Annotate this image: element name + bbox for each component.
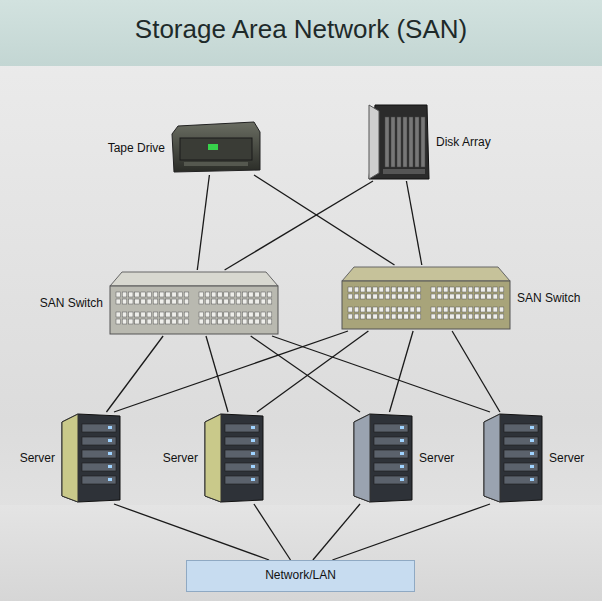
connector-line	[114, 504, 269, 560]
network-box: Network/LAN	[186, 560, 415, 592]
device-label: Disk Array	[436, 135, 491, 149]
device-label: Server	[419, 451, 454, 465]
device-label: Tape Drive	[108, 141, 165, 155]
connector-line	[106, 336, 163, 412]
serverA-icon	[60, 412, 122, 504]
connector-line	[313, 504, 360, 560]
connector-line	[254, 504, 291, 560]
device-label: SAN Switch	[517, 291, 580, 305]
switchA-icon	[108, 270, 280, 336]
serverA-icon	[203, 412, 265, 504]
connector-line	[225, 181, 373, 270]
connector-line	[452, 331, 500, 412]
disk-icon	[365, 103, 431, 181]
connector-line	[272, 336, 490, 412]
serverB-icon	[352, 412, 414, 504]
connector-line	[254, 175, 395, 265]
switchB-icon	[340, 265, 512, 331]
device-label: Server	[549, 451, 584, 465]
tape-node: Tape Drive	[170, 120, 262, 175]
server-node: Server	[203, 412, 265, 504]
diagram-title: Storage Area Network (SAN)	[0, 14, 602, 45]
tape-icon	[170, 120, 262, 175]
connector-line	[332, 504, 490, 560]
serverB-icon	[482, 412, 544, 504]
server-node: Server	[482, 412, 544, 504]
device-label: Server	[163, 451, 198, 465]
switch-node: SAN Switch	[108, 270, 280, 336]
connector-line	[257, 331, 368, 412]
connector-line	[197, 175, 209, 270]
switch-node: SAN Switch	[340, 265, 512, 331]
connector-line	[389, 331, 413, 412]
server-node: Server	[352, 412, 414, 504]
box-text: Network/LAN	[186, 560, 415, 590]
device-label: Server	[20, 451, 55, 465]
server-node: Server	[60, 412, 122, 504]
device-label: SAN Switch	[40, 296, 103, 310]
disk-node: Disk Array	[365, 103, 431, 181]
connector-line	[406, 181, 421, 265]
